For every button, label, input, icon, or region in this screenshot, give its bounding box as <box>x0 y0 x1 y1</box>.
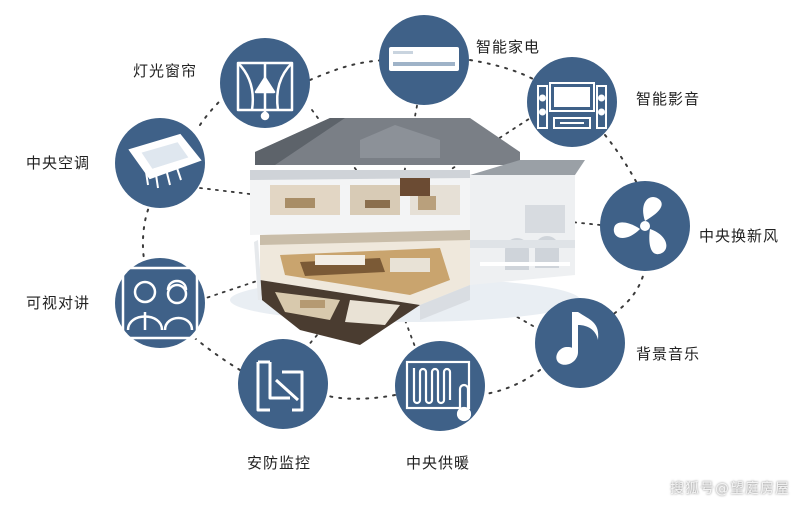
home-theater-icon <box>537 82 607 129</box>
central-ac-node <box>115 118 205 208</box>
fan-icon <box>613 196 667 255</box>
label-av: 智能影音 <box>636 90 701 108</box>
av-node <box>527 57 617 147</box>
music-circle <box>535 298 625 388</box>
music-node <box>535 298 625 388</box>
surveillance-icon <box>256 360 304 412</box>
ventilation-node <box>600 181 690 271</box>
house-illustration <box>230 118 585 345</box>
air-conditioner-icon <box>389 47 459 71</box>
intercom-circle <box>115 258 205 348</box>
people-icon <box>121 266 199 340</box>
intercom-node <box>115 258 205 348</box>
label-ventilation: 中央换新风 <box>699 227 780 245</box>
label-intercom: 可视对讲 <box>26 294 91 312</box>
security-node <box>238 339 328 429</box>
security-circle <box>238 339 328 429</box>
music-note-icon <box>556 312 599 365</box>
label-central-ac: 中央空调 <box>26 154 91 172</box>
heating-circle <box>395 341 485 431</box>
lighting-curtain-node <box>220 38 310 128</box>
appliances-node <box>379 15 469 105</box>
label-heating: 中央供暖 <box>406 454 471 472</box>
curtain-lamp-icon <box>236 61 294 121</box>
heating-node <box>395 341 485 431</box>
label-lighting-curtain: 灯光窗帘 <box>133 62 198 80</box>
floor-heating-icon <box>405 360 472 422</box>
label-music: 背景音乐 <box>636 345 701 363</box>
watermark: 搜狐号@望庭房屋 <box>670 481 790 497</box>
label-security: 安防监控 <box>247 454 312 472</box>
label-appliances: 智能家电 <box>476 38 541 56</box>
ceiling-ac-icon <box>128 133 202 189</box>
